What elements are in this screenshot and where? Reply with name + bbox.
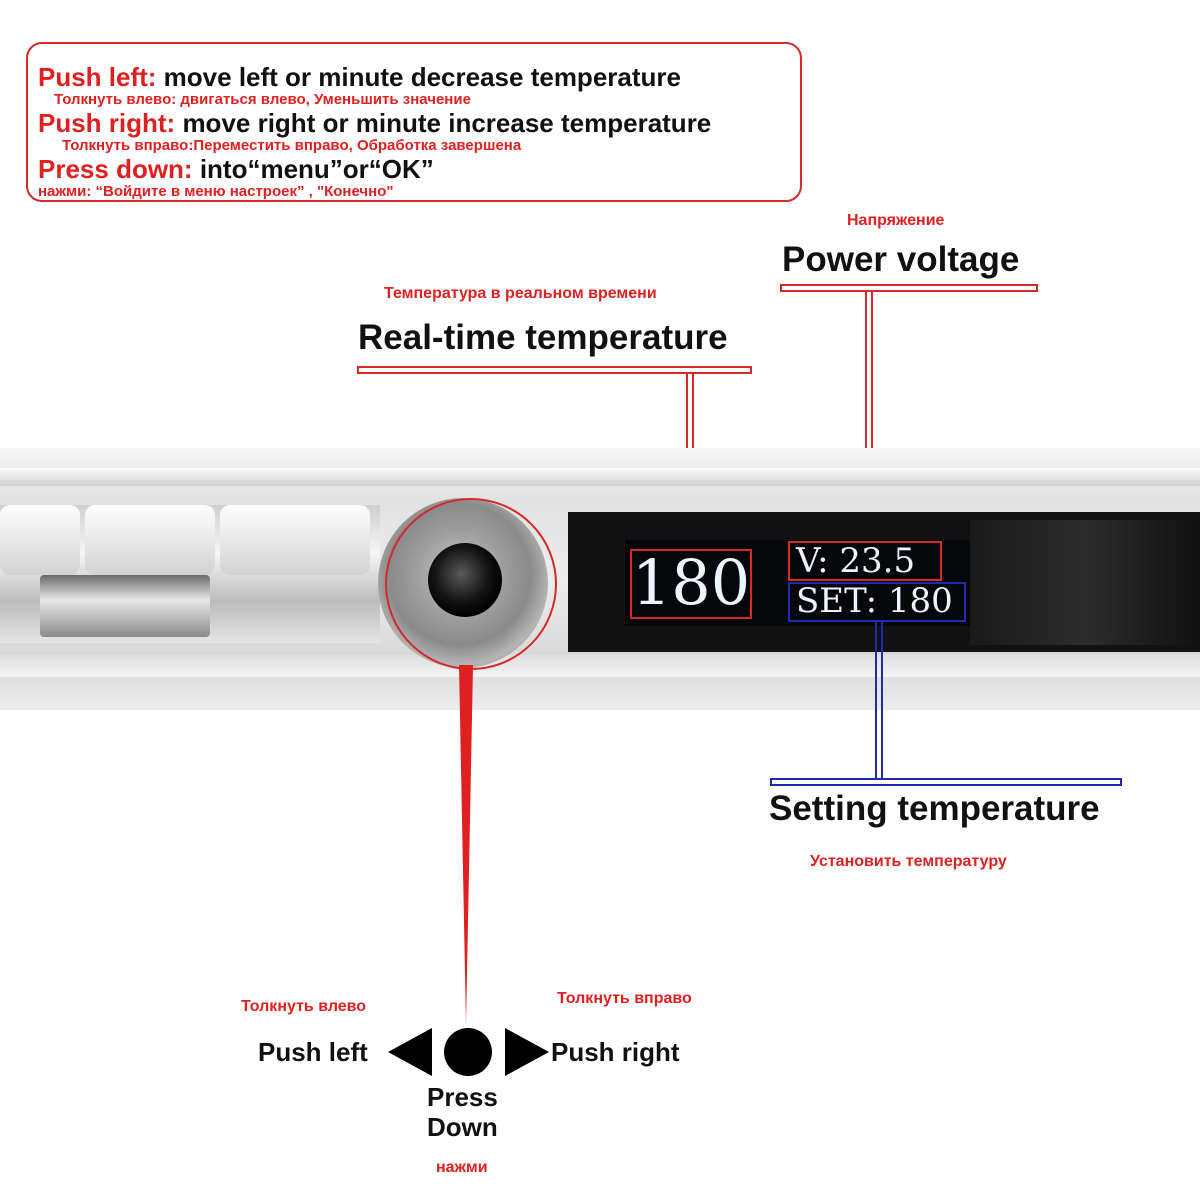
device-rail-top [0, 468, 1200, 486]
press-down-label-line1: Press [427, 1082, 498, 1112]
knob-pointer [459, 665, 473, 1025]
voltage-label: Power voltage [782, 240, 1020, 279]
realtime-temp-highlight [630, 549, 752, 619]
set-temp-highlight [788, 582, 966, 622]
instruction-key: Push right: [38, 108, 176, 138]
arrow-left-icon [388, 1028, 432, 1076]
push-right-label: Push right [551, 1037, 680, 1067]
press-down-dot-icon [444, 1028, 492, 1076]
set-temp-callout-line [875, 622, 883, 778]
instruction-press-down-ru: нажми: “Войдите в меню настроек” , "Коне… [38, 183, 394, 200]
instruction-text: move right or minute increase temperatur… [175, 108, 712, 138]
realtime-temp-label: Real-time temperature [358, 318, 728, 357]
device-rail-bottom [0, 655, 1200, 677]
realtime-temp-callout-bar [357, 366, 752, 374]
voltage-callout-line [865, 292, 873, 542]
arrow-right-icon [505, 1028, 549, 1076]
set-temp-value: SET: 180 [796, 581, 953, 621]
voltage-callout-bar [780, 284, 1038, 292]
realtime-temp-label-ru: Температура в реальном времени [384, 285, 657, 302]
voltage-value: V: 23.5 [796, 541, 916, 581]
set-temp-label: Setting temperature [769, 789, 1100, 828]
instruction-push-left-ru: Толкнуть влево: двигаться влево, Уменьши… [54, 91, 471, 108]
set-temp-callout-bar [770, 778, 1122, 786]
circuit-board-components [970, 520, 1200, 645]
motor-component [40, 575, 210, 637]
set-temp-label-ru: Установить температуру [810, 853, 1007, 870]
instruction-press-down: Press down: into“menu”or“OK” [38, 154, 434, 185]
instruction-box: Push left: move left or minute decrease … [26, 42, 802, 202]
push-right-label-ru: Толкнуть вправо [557, 990, 692, 1007]
instruction-text: move left or minute decrease temperature [156, 62, 681, 92]
instruction-push-right: Push right: move right or minute increas… [38, 108, 711, 139]
cell-segment [0, 505, 80, 575]
instruction-push-right-ru: Толкнуть вправо:Переместить вправо, Обра… [62, 137, 522, 154]
cell-segment [85, 505, 215, 575]
instruction-push-left: Push left: move left or minute decrease … [38, 62, 681, 93]
instruction-key: Push left: [38, 62, 157, 92]
voltage-label-ru: Напряжение [847, 212, 945, 229]
press-down-label-ru: нажми [436, 1159, 488, 1176]
instruction-text: into“menu”or“OK” [192, 154, 434, 184]
cell-segment [220, 505, 370, 575]
instruction-key: Press down: [38, 154, 193, 184]
realtime-temp-value: 180 [631, 546, 751, 619]
push-left-label: Push left [258, 1037, 368, 1067]
voltage-highlight [788, 541, 942, 581]
push-left-label-ru: Толкнуть влево [241, 998, 367, 1015]
press-down-label-line2: Down [427, 1112, 498, 1142]
knob-highlight-ring [385, 498, 557, 670]
